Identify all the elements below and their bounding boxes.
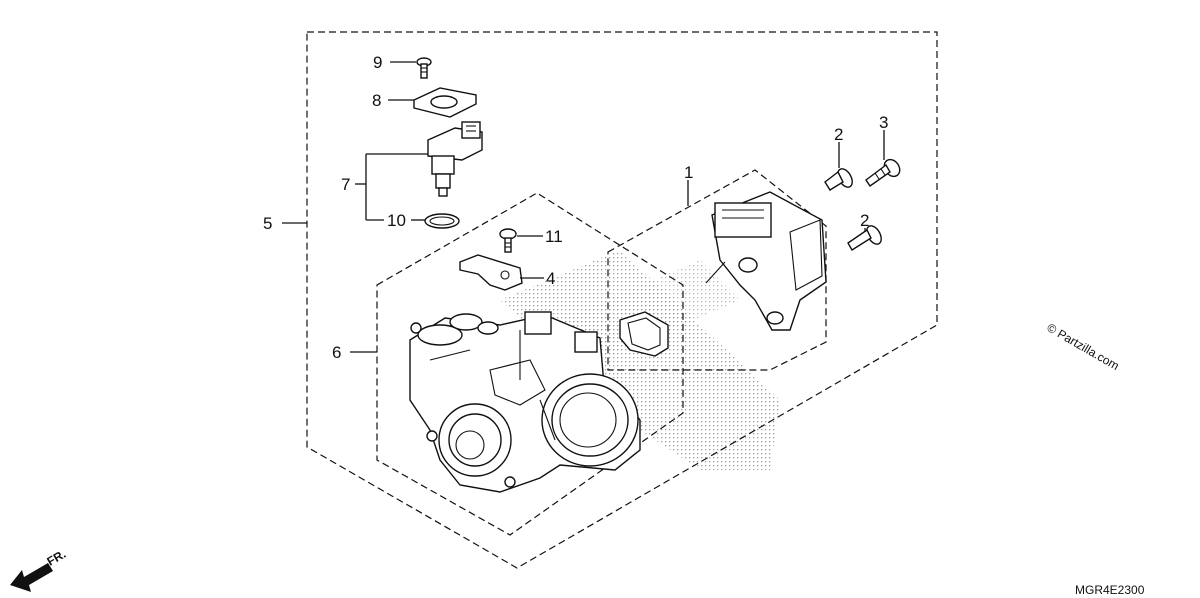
bolt-11[interactable] [499,228,517,253]
front-arrow-icon [10,563,53,592]
bolt-3[interactable] [865,157,903,187]
callout-8: 8 [372,91,381,110]
o-ring-10[interactable] [424,213,460,229]
gasket-seal[interactable] [619,311,669,357]
sensor-7[interactable] [427,121,483,197]
throttle-body-6[interactable] [409,311,641,493]
screw-2-lower[interactable] [847,223,884,251]
callout-7: 7 [341,175,350,194]
sensor-outline-1 [607,169,827,371]
watermark: © Partzilla.com [1045,320,1122,373]
screw-2-upper[interactable] [824,166,855,191]
shading-band [500,250,780,470]
leader-lines [282,61,885,353]
callout-5: 5 [263,214,272,233]
screw-9[interactable] [416,57,432,79]
callout-9: 9 [373,53,382,72]
sensor-unit-1[interactable] [705,191,827,331]
callout-1: 1 [684,163,693,182]
callout-4: 4 [546,269,555,288]
diagram-code: MGR4E2300 [1075,583,1145,597]
callout-11: 11 [545,227,563,246]
callout-2-upper: 2 [834,125,843,144]
callout-10: 10 [387,211,406,230]
throttle-body-outline-6 [376,192,684,536]
callout-3: 3 [879,113,888,132]
gasket-plate-8[interactable] [413,87,477,118]
bracket-4[interactable] [459,254,523,291]
assembly-outline-5 [306,31,938,569]
callout-2-lower: 2 [860,211,869,230]
callout-6: 6 [332,343,341,362]
